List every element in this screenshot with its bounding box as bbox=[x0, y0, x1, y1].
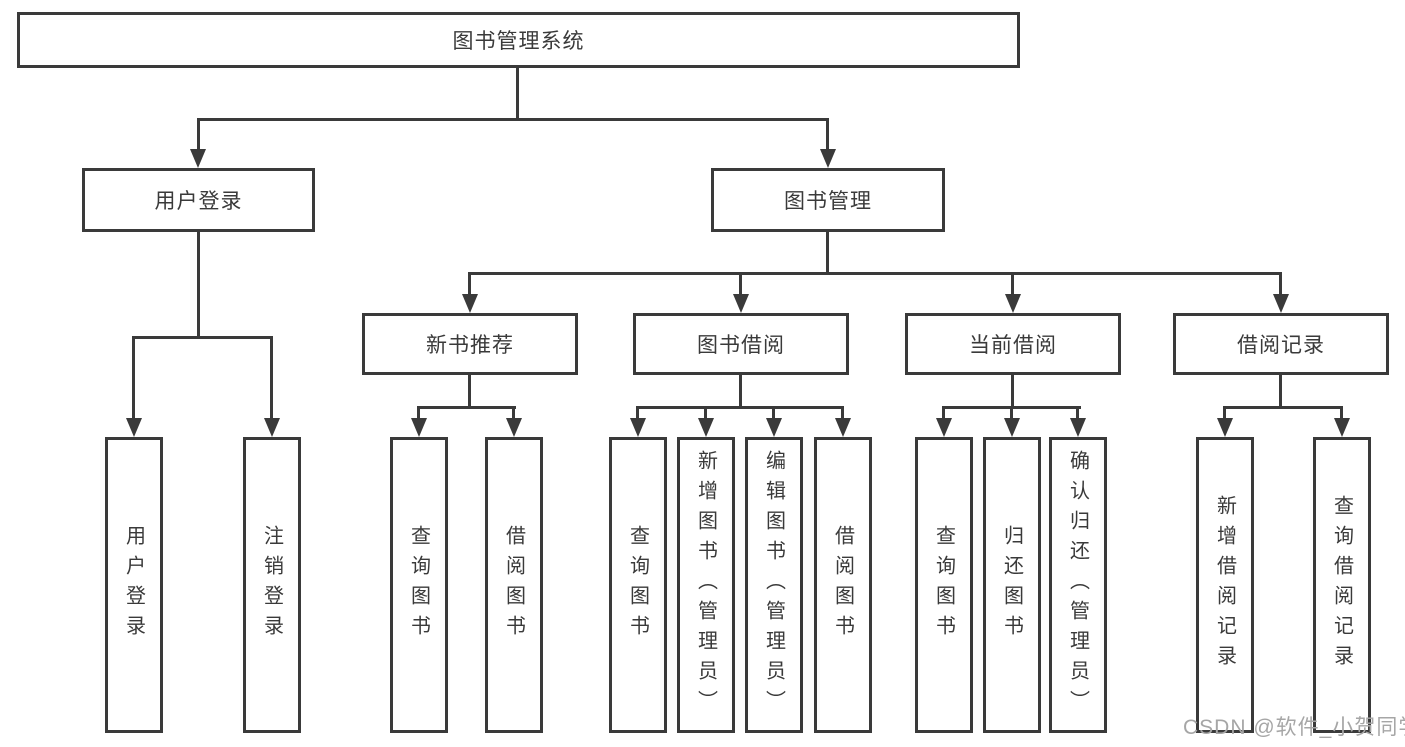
arrowhead-newbooks-leaf-2 bbox=[506, 418, 522, 437]
edge-user-stem-1 bbox=[132, 336, 135, 421]
node-user-login: 用户登录 bbox=[82, 168, 315, 232]
leaf-bookborrow-add-admin: 新增图书（管理员） bbox=[677, 437, 735, 733]
edge-mgmt-stem-1 bbox=[468, 272, 471, 300]
edge-bookborrow-stem-2 bbox=[704, 406, 707, 421]
node-current-borrow: 当前借阅 bbox=[905, 313, 1121, 375]
node-book-borrow: 图书借阅 bbox=[633, 313, 849, 375]
leaf-records-add: 新增借阅记录 bbox=[1196, 437, 1254, 733]
edge-mgmt-stem-3 bbox=[1011, 272, 1014, 300]
arrowhead-to-book-borrow bbox=[733, 294, 749, 313]
edge-current-stem-2 bbox=[1010, 406, 1013, 421]
edge-current-stem-1 bbox=[942, 406, 945, 421]
arrowhead-bookborrow-leaf-1 bbox=[630, 418, 646, 437]
edge-bookborrow-stem-3 bbox=[772, 406, 775, 421]
arrowhead-current-leaf-2 bbox=[1004, 418, 1020, 437]
edge-user-stem-2 bbox=[270, 336, 273, 421]
edge-newbooks-stem-1 bbox=[417, 406, 420, 421]
edge-bookborrow-stub bbox=[739, 375, 742, 408]
edge-root-left-stem bbox=[197, 118, 200, 154]
edge-root-stub bbox=[516, 66, 519, 118]
leaf-current-query: 查询图书 bbox=[915, 437, 973, 733]
node-book-mgmt: 图书管理 bbox=[711, 168, 945, 232]
arrowhead-bookborrow-leaf-3 bbox=[766, 418, 782, 437]
edge-root-horizontal bbox=[197, 118, 829, 121]
edge-records-stem-1 bbox=[1223, 406, 1226, 421]
edge-mgmt-horizontal bbox=[468, 272, 1282, 275]
arrowhead-to-new-books bbox=[462, 294, 478, 313]
arrowhead-current-leaf-1 bbox=[936, 418, 952, 437]
leaf-bookborrow-query: 查询图书 bbox=[609, 437, 667, 733]
arrowhead-records-leaf-1 bbox=[1217, 418, 1233, 437]
edge-records-horizontal bbox=[1223, 406, 1342, 409]
edge-mgmt-stub bbox=[826, 232, 829, 274]
leaf-current-return: 归还图书 bbox=[983, 437, 1041, 733]
arrowhead-to-user-login bbox=[190, 149, 206, 168]
leaf-newbooks-query: 查询图书 bbox=[390, 437, 448, 733]
edge-current-stub bbox=[1011, 375, 1014, 408]
leaf-current-confirm-admin: 确认归还（管理员） bbox=[1049, 437, 1107, 733]
edge-bookborrow-stem-4 bbox=[841, 406, 844, 421]
edge-root-right-stem bbox=[826, 118, 829, 154]
node-root-system: 图书管理系统 bbox=[17, 12, 1020, 68]
leaf-newbooks-borrow: 借阅图书 bbox=[485, 437, 543, 733]
arrowhead-to-leaf-user-login bbox=[126, 418, 142, 437]
arrowhead-to-borrow-records bbox=[1273, 294, 1289, 313]
node-borrow-records: 借阅记录 bbox=[1173, 313, 1389, 375]
edge-mgmt-stem-4 bbox=[1279, 272, 1282, 300]
edge-bookborrow-horizontal bbox=[636, 406, 844, 409]
edge-newbooks-stub bbox=[468, 375, 471, 408]
edge-user-stub bbox=[197, 232, 200, 338]
arrowhead-bookborrow-leaf-4 bbox=[835, 418, 851, 437]
edge-user-horizontal bbox=[132, 336, 273, 339]
edge-newbooks-horizontal bbox=[417, 406, 516, 409]
arrowhead-to-book-mgmt bbox=[820, 149, 836, 168]
arrowhead-records-leaf-2 bbox=[1334, 418, 1350, 437]
edge-bookborrow-stem-1 bbox=[636, 406, 639, 421]
watermark-text: CSDN @软件_小贺同学 bbox=[1183, 716, 1405, 739]
edge-mgmt-stem-2 bbox=[739, 272, 742, 300]
edge-current-stem-3 bbox=[1076, 406, 1079, 421]
edge-records-stem-2 bbox=[1340, 406, 1343, 421]
arrowhead-to-current-borrow bbox=[1005, 294, 1021, 313]
leaf-logout: 注销登录 bbox=[243, 437, 301, 733]
edge-newbooks-stem-2 bbox=[512, 406, 515, 421]
arrowhead-to-leaf-logout bbox=[264, 418, 280, 437]
leaf-bookborrow-edit-admin: 编辑图书（管理员） bbox=[745, 437, 803, 733]
arrowhead-newbooks-leaf-1 bbox=[411, 418, 427, 437]
node-new-books: 新书推荐 bbox=[362, 313, 578, 375]
arrowhead-bookborrow-leaf-2 bbox=[698, 418, 714, 437]
edge-records-stub bbox=[1279, 375, 1282, 408]
leaf-bookborrow-borrow: 借阅图书 bbox=[814, 437, 872, 733]
leaf-user-login: 用户登录 bbox=[105, 437, 163, 733]
leaf-records-query: 查询借阅记录 bbox=[1313, 437, 1371, 733]
arrowhead-current-leaf-3 bbox=[1070, 418, 1086, 437]
